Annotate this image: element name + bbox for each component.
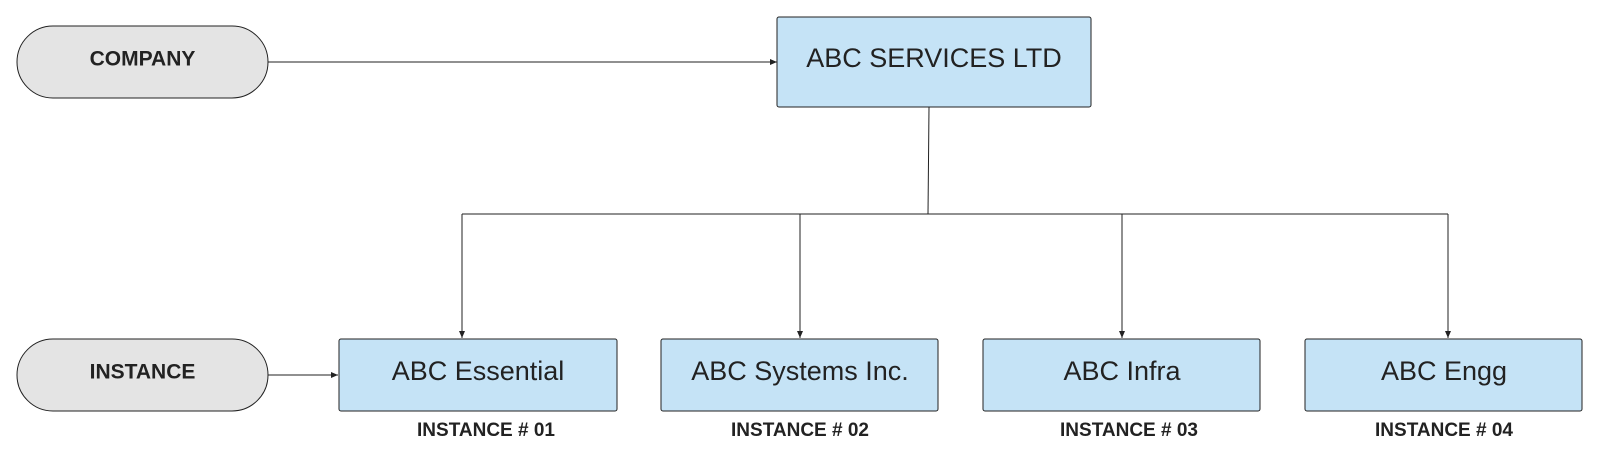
child-node-box [660,338,939,412]
child-node-label: ABC Engg [1381,356,1507,386]
child-node-box [1304,338,1583,412]
company-label: COMPANY [16,25,269,99]
child-node-box [982,338,1261,412]
child-node-03: ABC Infra INSTANCE # 03 [982,338,1261,441]
instance-caption: INSTANCE # 04 [1375,420,1513,441]
child-node-02: ABC Systems Inc. INSTANCE # 02 [660,338,939,441]
instance-caption: INSTANCE # 01 [417,420,555,441]
instance-caption: INSTANCE # 02 [731,420,869,441]
root-node: ABC SERVICES LTD [776,16,1092,108]
child-node-label: ABC Systems Inc. [691,356,909,386]
instance-label-pill [16,338,269,412]
instance-caption: INSTANCE # 03 [1060,420,1198,441]
child-node-04: ABC Engg INSTANCE # 04 [1304,338,1583,441]
root-node-box [776,16,1092,108]
child-node-box [338,338,618,412]
child-node-label: ABC Essential [392,356,565,386]
company-label-text: COMPANY [90,48,196,71]
instance-label-text: INSTANCE [90,361,196,384]
child-node-01: ABC Essential INSTANCE # 01 [338,338,618,441]
root-trunk-line [927,106,930,215]
company-label-pill [16,25,269,99]
instance-label: INSTANCE [16,338,269,412]
connectors [268,59,1451,378]
root-node-label: ABC SERVICES LTD [806,43,1062,73]
child-node-label: ABC Infra [1063,356,1181,386]
